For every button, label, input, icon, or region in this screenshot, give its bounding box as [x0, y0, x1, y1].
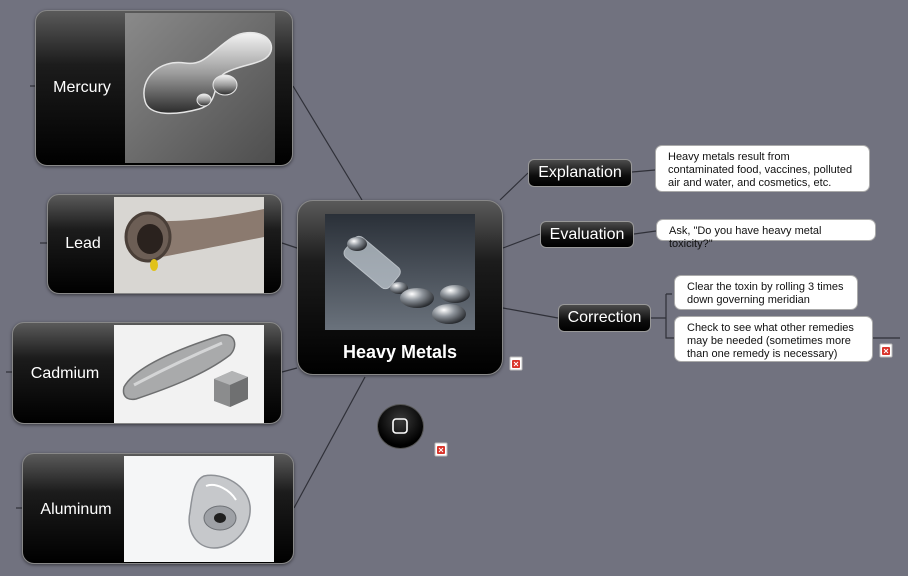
topic-cadmium[interactable]: Cadmium: [12, 322, 282, 424]
link-mercury: [292, 85, 363, 201]
heavy-metals-image: [325, 214, 475, 330]
topic-mercury[interactable]: Mercury: [35, 10, 293, 166]
pdf-attachment-icon[interactable]: [434, 442, 448, 457]
link-correction-notes: [651, 293, 674, 339]
link-explanation-note: [631, 169, 656, 173]
link-explanation: [499, 172, 529, 201]
pdf-attachment-icon[interactable]: [509, 356, 523, 371]
lead-pipe-image: [114, 197, 264, 293]
link-lead: [281, 242, 298, 249]
link-cadmium: [281, 367, 298, 373]
topic-label: Mercury: [53, 79, 111, 96]
mercury-image: [125, 13, 275, 163]
branch-correction[interactable]: Correction: [558, 304, 651, 332]
stop-button[interactable]: [377, 404, 424, 449]
explanation-note: Heavy metals result from contaminated fo…: [655, 145, 870, 192]
link-evaluation-note: [633, 230, 657, 235]
aluminum-can-image: [124, 456, 274, 562]
link-correction: [502, 307, 559, 319]
link-evaluation: [502, 233, 541, 249]
correction-note-clear-toxin: Clear the toxin by rolling 3 times down …: [674, 275, 858, 310]
link-aluminum: [293, 376, 366, 509]
evaluation-note: Ask, "Do you have heavy metal toxicity?": [656, 219, 876, 250]
topic-label: Lead: [65, 235, 101, 252]
topic-lead[interactable]: Lead: [47, 194, 282, 294]
correction-note-check-remedies: Check to see what other remedies may be …: [674, 316, 873, 362]
topic-label: Cadmium: [30, 365, 100, 382]
branch-evaluation[interactable]: Evaluation: [540, 221, 634, 248]
central-topic-title: Heavy Metals: [342, 342, 458, 362]
topic-aluminum[interactable]: Aluminum: [22, 453, 294, 564]
stop-square-icon: [392, 418, 408, 434]
pdf-attachment-icon[interactable]: [879, 343, 893, 358]
topic-label: Aluminum: [40, 501, 112, 518]
central-topic-heavy-metals[interactable]: Heavy Metals: [297, 200, 503, 375]
branch-explanation[interactable]: Explanation: [528, 159, 632, 187]
cadmium-image: [114, 325, 264, 423]
